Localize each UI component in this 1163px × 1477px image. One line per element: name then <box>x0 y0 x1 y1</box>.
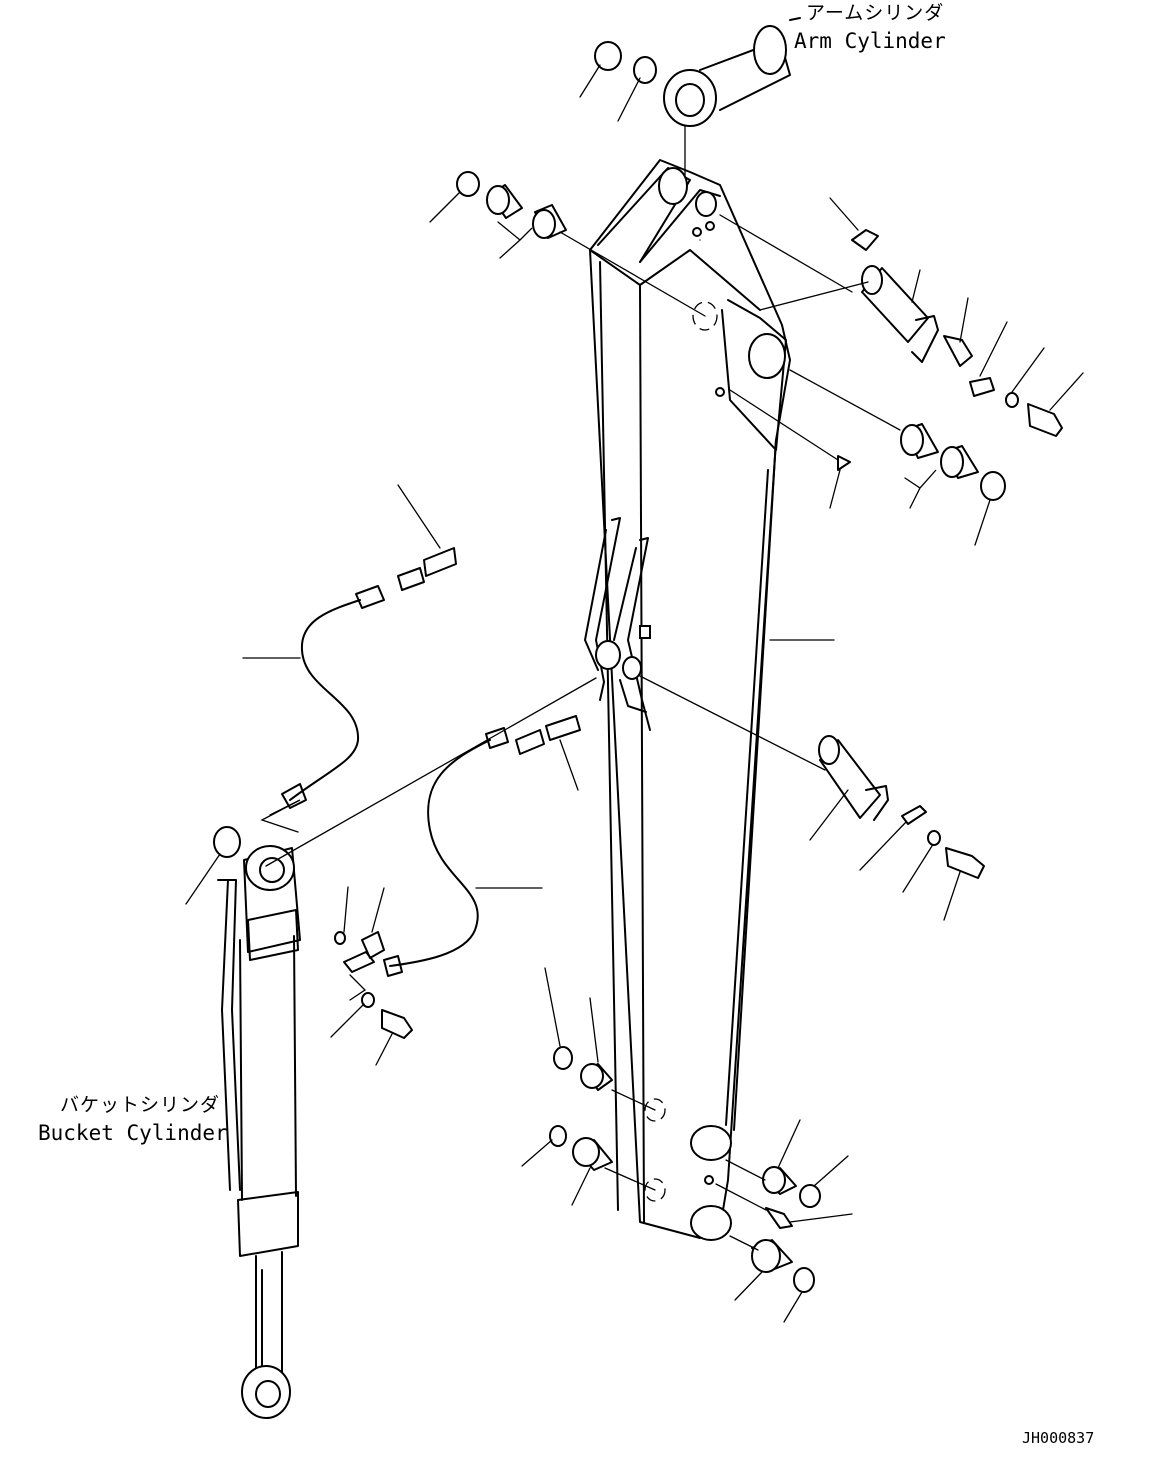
leader-lines <box>185 64 1084 1323</box>
pin-middle <box>818 735 889 821</box>
arm-cylinder <box>663 17 801 127</box>
seal-rings <box>213 41 1006 1293</box>
arm-structure <box>584 159 791 1241</box>
grease-fittings <box>765 229 995 1229</box>
hydraulic-hose-upper <box>281 547 457 809</box>
drawing-id: JH000837 <box>1022 1429 1095 1447</box>
arm-cylinder-label-en: Arm Cylinder <box>794 29 946 53</box>
hose-clamp <box>334 931 385 973</box>
shim <box>901 805 927 825</box>
bucket-cylinder-label-jp: バケットシリンダ <box>60 1094 221 1116</box>
bucket-cylinder-label-en: Bucket Cylinder <box>38 1121 228 1145</box>
bucket-cylinder <box>217 845 301 1419</box>
bushings-bottom <box>572 1063 797 1273</box>
arm-cylinder-label-jp: アームシリンダ <box>806 2 945 24</box>
bushing-pair-right <box>900 423 979 479</box>
reference-lines <box>260 124 901 1251</box>
hydraulic-hose-lower <box>383 715 581 977</box>
bushing-pair-top-left <box>486 184 567 239</box>
pin-top <box>861 265 939 363</box>
bolts <box>361 392 1063 1039</box>
